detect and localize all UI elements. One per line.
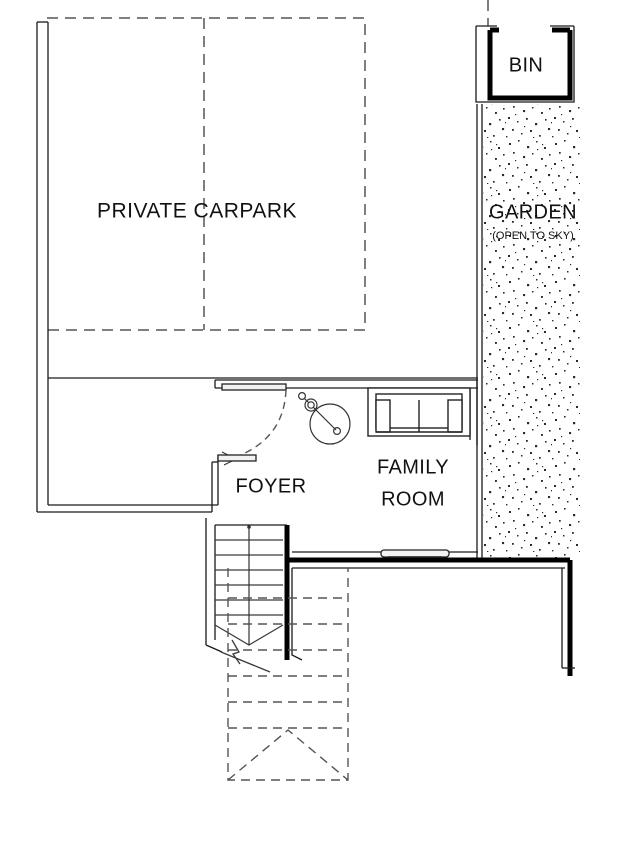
staircase-up xyxy=(214,525,284,673)
door-leaf-parked[interactable] xyxy=(217,454,257,462)
bin-enclosure xyxy=(475,25,575,103)
fan-hub-outer xyxy=(304,398,318,412)
ceiling-fan xyxy=(298,392,351,445)
stair-left-foot xyxy=(205,644,223,653)
fan-blade-arm xyxy=(312,406,337,431)
label-bin: BIN xyxy=(509,54,544,76)
label-family-room-line2: ROOM xyxy=(381,488,445,510)
garden-space xyxy=(476,0,580,560)
label-garden-note: (OPEN TO SKY) xyxy=(492,230,574,242)
sofa-armrest-right xyxy=(447,399,463,433)
stair-below-chevron xyxy=(227,729,349,781)
fan-sweep-circle xyxy=(309,403,351,445)
carpark-dashed-boundary xyxy=(47,17,366,331)
fan-anchor-link xyxy=(303,397,310,404)
stair-partition-inner xyxy=(291,568,303,661)
label-foyer: FOYER xyxy=(236,475,307,497)
staircase-below xyxy=(227,568,349,781)
fan-anchor-circle xyxy=(298,392,307,401)
bin-wall-u xyxy=(487,30,573,101)
garden-stipple-fill xyxy=(483,104,580,560)
bin-wall-outer xyxy=(475,26,575,103)
fan-blade-tip xyxy=(333,427,342,436)
label-family-room-line1: FAMILY xyxy=(377,456,449,478)
carpark-walls xyxy=(36,21,478,513)
stair-up-arrow-head xyxy=(231,639,241,665)
carpark-space xyxy=(47,17,366,331)
stair-below-outline xyxy=(227,568,349,781)
fan-hub-inner xyxy=(307,401,315,409)
sofa-armrest-left xyxy=(375,399,391,433)
sofa xyxy=(367,387,471,437)
stair-travel-origin xyxy=(247,525,251,529)
label-private-carpark: PRIVATE CARPARK xyxy=(97,200,297,223)
console-table xyxy=(380,549,450,558)
entry-door[interactable] xyxy=(217,389,287,466)
sliding-door-leaf[interactable] xyxy=(221,383,287,391)
label-garden: GARDEN xyxy=(489,201,577,223)
interior-walls xyxy=(205,379,575,676)
stair-up-arrow-shaft xyxy=(220,651,271,673)
console-top xyxy=(380,549,450,558)
